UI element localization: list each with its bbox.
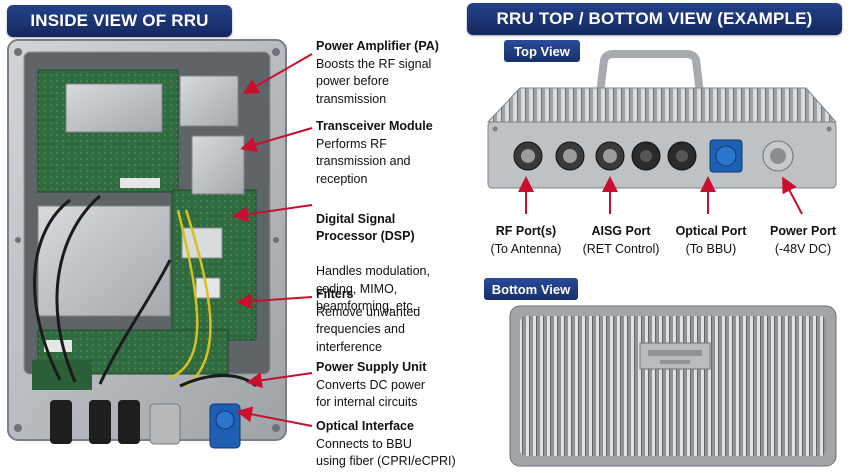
callout-title: Transceiver Module: [316, 119, 433, 133]
port-label-optical: Optical Port (To BBU): [656, 222, 766, 258]
port-subtitle: (-48V DC): [774, 242, 832, 256]
callout-title: Power Amplifier (PA): [316, 39, 439, 53]
callout-transceiver-module: Transceiver Module Performs RF transmiss…: [316, 118, 476, 188]
top-view-connectors: [513, 139, 794, 173]
port-subtitle: (RET Control): [582, 242, 660, 256]
callout-filters: Filters Remove unwanted frequencies and …: [316, 286, 476, 356]
port-label-aisg: AISG Port (RET Control): [566, 222, 676, 258]
port-arrows: [518, 176, 803, 215]
callout-arrows: [232, 53, 313, 427]
top-view-unit: [486, 50, 838, 189]
callout-desc: Connects to BBU using fiber (CPRI/eCPRI): [316, 436, 456, 469]
bottom-view-tag: Bottom View: [484, 278, 578, 300]
port-subtitle: (To BBU): [685, 242, 737, 256]
callout-dsp: Digital Signal Processor (DSP) Handles m…: [316, 193, 476, 333]
callout-desc: Remove unwanted frequencies and interfer…: [316, 304, 421, 354]
top-bottom-view-title: RRU TOP / BOTTOM VIEW (EXAMPLE): [467, 3, 842, 35]
bottom-view-unit: [509, 305, 837, 467]
callout-title: Power Supply Unit: [316, 360, 427, 374]
callout-title: Digital Signal Processor (DSP): [316, 211, 415, 244]
inside-shield-modules: [37, 75, 245, 352]
port-subtitle: (To Antenna): [490, 242, 562, 256]
inside-bottom-connectors: [50, 400, 241, 449]
callout-title: Filters: [316, 287, 354, 301]
callout-desc: Performs RF transmission and reception: [316, 136, 411, 186]
callout-desc: Boosts the RF signal power before transm…: [316, 56, 432, 106]
port-title: Optical Port: [675, 224, 747, 238]
callout-desc: Converts DC power for internal circuits: [316, 377, 426, 410]
inside-cables: [33, 194, 257, 388]
port-label-power: Power Port (-48V DC): [748, 222, 858, 258]
port-title: Power Port: [770, 224, 836, 238]
port-label-rf: RF Port(s) (To Antenna): [471, 222, 581, 258]
top-view-tag: Top View: [504, 40, 580, 62]
port-title: AISG Port: [591, 224, 651, 238]
callout-power-amplifier: Power Amplifier (PA) Boosts the RF signa…: [316, 38, 476, 108]
callout-optical-interface: Optical Interface Connects to BBU using …: [316, 418, 476, 471]
callout-power-supply-unit: Power Supply Unit Converts DC power for …: [316, 359, 476, 412]
inside-view-title: INSIDE VIEW OF RRU: [7, 5, 232, 37]
callout-desc: Handles modulation, coding, MIMO, beamfo…: [316, 264, 430, 313]
port-title: RF Port(s): [495, 224, 557, 238]
callout-title: Optical Interface: [316, 419, 414, 433]
